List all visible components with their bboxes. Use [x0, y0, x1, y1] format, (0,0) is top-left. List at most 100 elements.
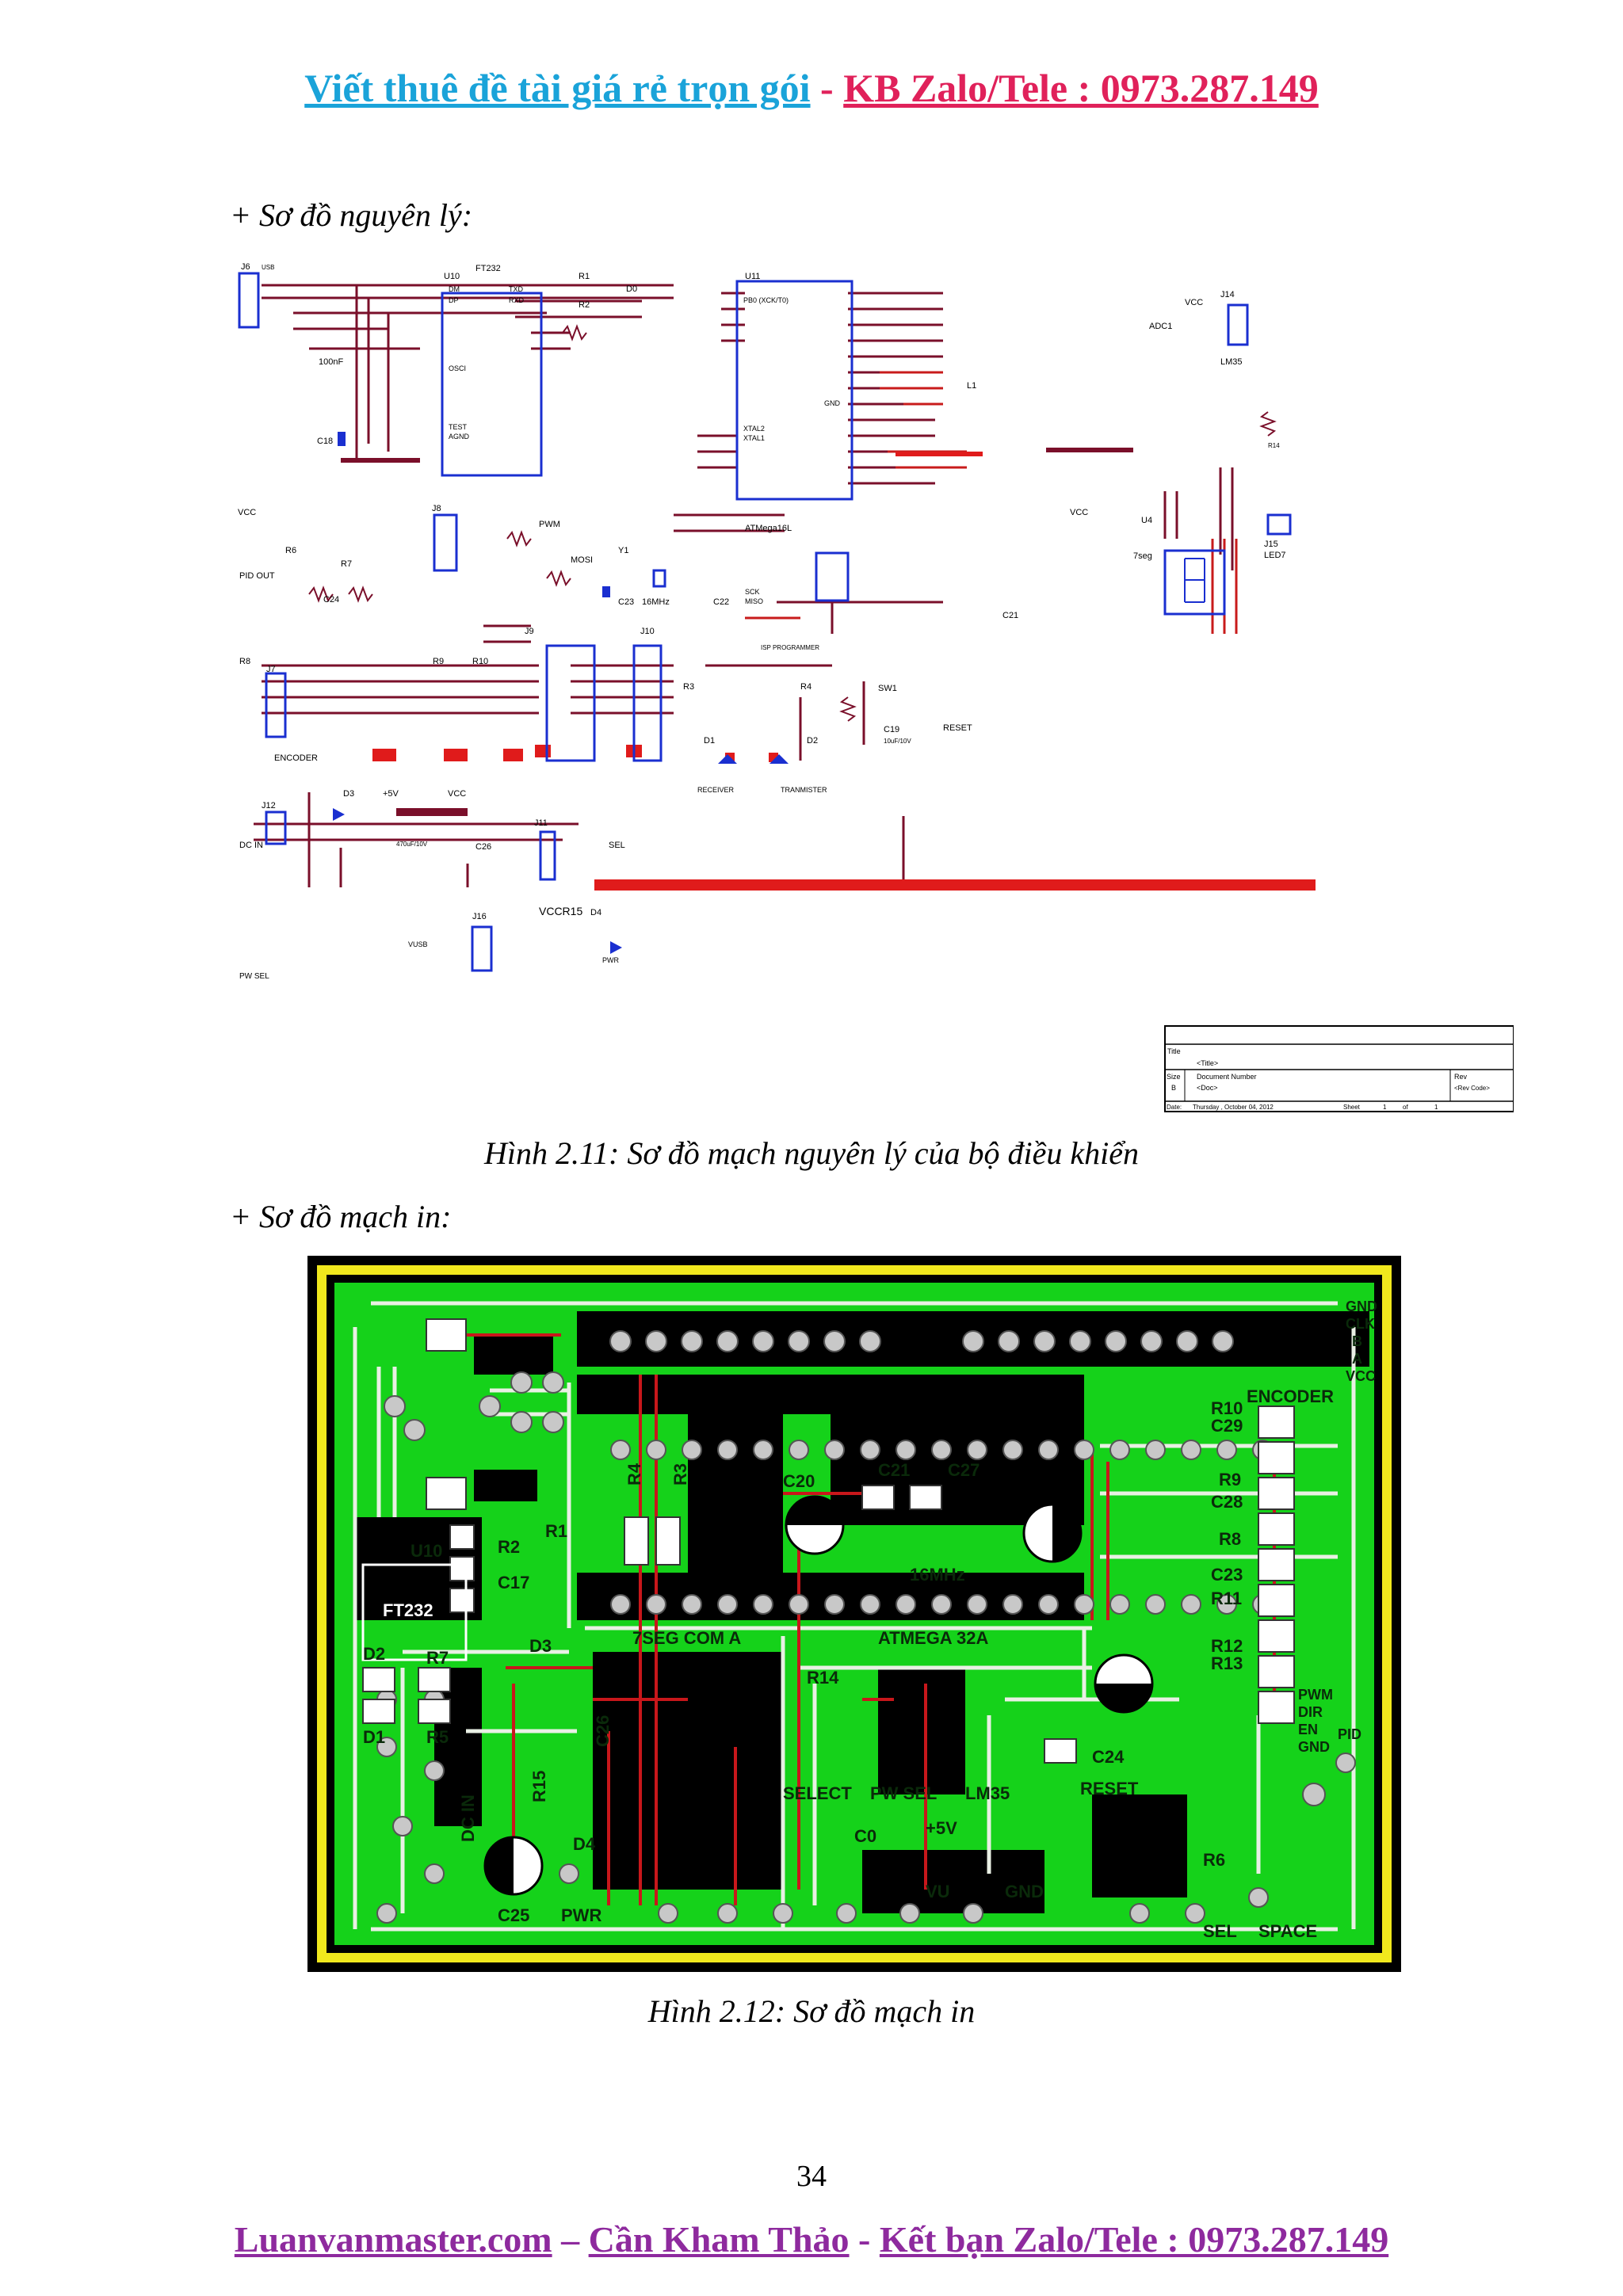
pcb-vu: VU: [926, 1882, 950, 1901]
pcb-dir: DIR: [1298, 1704, 1323, 1720]
label-r6: R6: [285, 546, 296, 555]
pcb-r3: R3: [670, 1463, 690, 1486]
pcb-c23: C23: [1211, 1565, 1243, 1585]
schematic-heading: + Sơ đồ nguyên lý:: [230, 197, 473, 233]
tb-of-value: 1: [1434, 1104, 1438, 1111]
pcb-r12: R12: [1211, 1636, 1243, 1656]
label-j16: J16: [472, 912, 487, 921]
tb-title-label: Title: [1167, 1047, 1181, 1055]
pcb-c24: C24: [1092, 1747, 1125, 1767]
pcb-caption: Hình 2.12: Sơ đồ mạch in: [647, 1993, 976, 2029]
pcb-l2: L2: [601, 1394, 621, 1414]
pcb-reset: RESET: [1080, 1779, 1139, 1798]
label-sw1: SW1: [878, 684, 897, 693]
label-c18: C18: [317, 437, 333, 446]
label-r7: R7: [341, 559, 352, 569]
tb-of-label: of: [1403, 1104, 1408, 1111]
label-dcin: DC IN: [239, 841, 263, 850]
label-atmega: ATMega16L: [745, 524, 792, 533]
tb-size-label: Size: [1167, 1073, 1181, 1081]
label-c22: C22: [713, 597, 729, 607]
footer-dash-1: –: [552, 2219, 589, 2260]
label-c21: C21: [1002, 611, 1018, 620]
pcb-encoder: ENCODER: [1247, 1386, 1334, 1406]
tb-docnum-value: <Doc>: [1197, 1084, 1218, 1092]
label-sel: SEL: [609, 841, 625, 850]
label-u10: U10: [444, 272, 460, 281]
pcb-r7: R7: [426, 1648, 449, 1668]
label-d0: D0: [626, 284, 637, 294]
pcb-c0: C0: [854, 1826, 876, 1846]
label-j7: J7: [266, 665, 276, 674]
label-c23: C23: [618, 597, 634, 607]
footer-dash-2: -: [849, 2219, 880, 2260]
page-header: Viết thuê đề tài giá rẻ trọn gói - KB Za…: [0, 65, 1623, 111]
pcb-ft232: FT232: [383, 1600, 433, 1620]
label-isp: ISP PROGRAMMER: [761, 644, 819, 651]
label-u4: U4: [1141, 516, 1152, 525]
label-j14: J14: [1220, 290, 1235, 299]
label-vcc-right: VCC: [1070, 508, 1088, 517]
header-service-link[interactable]: Viết thuê đề tài giá rẻ trọn gói: [304, 66, 811, 110]
label-r14: R14: [1268, 442, 1280, 449]
pcb-c25: C25: [498, 1905, 529, 1925]
label-100nf: 100nF: [319, 357, 343, 367]
label-r8: R8: [239, 657, 250, 666]
tb-size-value: B: [1171, 1084, 1176, 1092]
label-d1: D1: [704, 736, 715, 746]
label-r2: R2: [579, 300, 590, 310]
header-contact-link[interactable]: KB Zalo/Tele : 0973.287.149: [843, 66, 1319, 110]
footer-contact-link[interactable]: Kết bạn Zalo/Tele : 0973.287.149: [879, 2219, 1389, 2260]
label-u11: U11: [745, 272, 760, 281]
pcb-r10: R10: [1211, 1398, 1243, 1418]
label-16mhz: 16MHz: [642, 597, 670, 607]
label-miso: MISO: [745, 597, 763, 605]
pcb-pwm: PWM: [1298, 1687, 1333, 1703]
label-r10: R10: [472, 657, 488, 666]
label-pb0: PB0 (XCK/T0): [743, 296, 789, 304]
label-lm35: LM35: [1220, 357, 1243, 367]
label-d2: D2: [807, 736, 818, 746]
label-ft232: FT232: [475, 264, 501, 273]
label-5v: +5V: [383, 789, 399, 799]
pcb-atmega: ATMEGA 32A: [878, 1628, 988, 1648]
pcb-c21: C21: [878, 1460, 910, 1480]
pcb-gnd3: GND: [1005, 1882, 1044, 1901]
pcb-r11: R11: [1211, 1589, 1242, 1608]
pcb-vcc: VCC: [1346, 1368, 1376, 1384]
tb-sheet-value: 1: [1383, 1104, 1387, 1111]
page-number: 34: [796, 2160, 827, 2193]
label-j12: J12: [262, 801, 276, 810]
label-r3: R3: [683, 682, 694, 692]
label-vcc-left: VCC: [238, 508, 256, 517]
label-reset: RESET: [943, 723, 972, 733]
label-agnd: AGND: [449, 433, 470, 441]
pcb-c27: C27: [948, 1460, 980, 1480]
pcb-r13: R13: [1211, 1653, 1243, 1673]
label-osci: OSCI: [449, 364, 466, 372]
label-mosi: MOSI: [571, 555, 593, 565]
pcb-d1: D1: [363, 1727, 385, 1747]
pcb-gnd2: GND: [1298, 1739, 1330, 1755]
label-d4: D4: [590, 908, 601, 917]
label-vcc-top: VCC: [1185, 298, 1203, 307]
pcb-d2: D2: [363, 1644, 385, 1664]
label-xtal1: XTAL1: [743, 434, 765, 442]
tb-rev-label: Rev: [1454, 1073, 1468, 1081]
pcb-r15: R15: [529, 1771, 549, 1802]
pcb-16mhz: 16MHz: [910, 1565, 965, 1585]
label-pid: PID OUT: [239, 571, 275, 581]
pcb-sel: SEL: [1203, 1921, 1237, 1941]
footer-site-link[interactable]: Luanvanmaster.com: [234, 2219, 552, 2260]
label-pwm: PWM: [539, 520, 560, 529]
pcb-pwr: PWR: [561, 1905, 601, 1925]
label-receiver: RECEIVER: [697, 786, 735, 794]
pcb-a: A: [1352, 1351, 1362, 1367]
label-txd: TXD: [509, 285, 524, 293]
schematic-caption: Hình 2.11: Sơ đồ mạch nguyên lý của bộ đ…: [484, 1135, 1139, 1171]
label-pwsel: PW SEL: [239, 972, 269, 981]
label-dm: DM: [449, 285, 460, 293]
label-c19-val: 10uF/10V: [884, 738, 911, 745]
footer-author-link[interactable]: Cần Kham Thảo: [588, 2219, 850, 2260]
header-separator: -: [810, 66, 844, 110]
